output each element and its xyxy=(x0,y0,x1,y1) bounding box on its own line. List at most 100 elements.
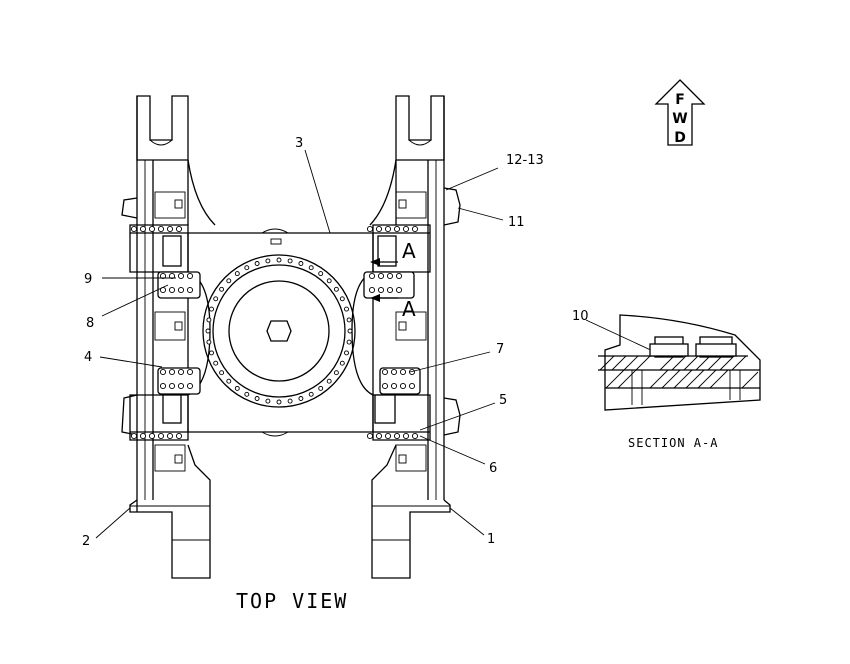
bearing-bolt xyxy=(346,317,352,323)
callout-10: 10 xyxy=(572,309,589,324)
bearing-bolt xyxy=(318,385,324,391)
bearing-bolt xyxy=(265,258,271,264)
mounting-bolt xyxy=(177,382,185,390)
mounting-bolt xyxy=(381,382,389,390)
bearing-bolt xyxy=(287,258,293,264)
mounting-bolt xyxy=(399,368,407,376)
mounting-bolt xyxy=(375,432,383,440)
mounting-bolt xyxy=(402,432,410,440)
callout-4: 4 xyxy=(84,350,92,365)
mounting-bolt xyxy=(148,225,156,233)
bearing-bolt xyxy=(213,360,219,366)
callout-8: 8 xyxy=(86,316,94,331)
mounting-bolt xyxy=(384,225,392,233)
bearing-bolt xyxy=(254,261,260,266)
mounting-bolt xyxy=(186,368,194,376)
callout-7: 7 xyxy=(496,342,504,357)
bearing-bolt xyxy=(308,265,314,271)
mounting-bolt xyxy=(186,382,194,390)
bearing-bolt xyxy=(339,360,345,366)
bearing-bolt xyxy=(318,271,324,277)
bearing-bolt xyxy=(276,399,282,405)
bearing-bolt xyxy=(333,286,339,292)
bearing-bolt xyxy=(326,278,332,284)
mounting-bolt xyxy=(159,368,167,376)
mounting-bolt xyxy=(411,225,419,233)
mounting-bolt xyxy=(157,225,165,233)
bearing-bolt xyxy=(287,398,293,404)
mounting-bolt xyxy=(375,225,383,233)
section-cut-markers: A A xyxy=(370,239,416,321)
mounting-bolt xyxy=(159,382,167,390)
bearing-bolt xyxy=(244,265,250,271)
callout-6: 6 xyxy=(489,461,497,476)
left-track-frame xyxy=(121,95,216,579)
leader-lines xyxy=(95,149,656,539)
mounting-bolt xyxy=(377,272,385,280)
bearing-bolt xyxy=(205,328,211,334)
mounting-bolt xyxy=(166,225,174,233)
callout-11: 11 xyxy=(508,215,525,230)
mounting-bolt xyxy=(402,225,410,233)
mounting-bolt xyxy=(168,286,176,294)
mounting-bolt xyxy=(168,368,176,376)
bearing-bolt xyxy=(213,296,219,302)
bearing-bolt xyxy=(344,306,349,312)
bearing-bolt xyxy=(339,296,345,302)
section-hatching xyxy=(599,355,759,389)
mounting-bolt xyxy=(177,368,185,376)
bearing-bolt xyxy=(219,286,225,292)
fwd-letter-f: F xyxy=(675,92,685,108)
callout-3: 3 xyxy=(295,136,303,151)
mounting-bolt xyxy=(130,432,138,440)
fwd-letter-w: W xyxy=(672,111,687,127)
mounting-bolt xyxy=(368,286,376,294)
mounting-bolt xyxy=(166,432,174,440)
bearing-bolt-ring xyxy=(205,257,353,405)
bearing-bolt xyxy=(209,306,214,312)
mounting-bolt xyxy=(395,272,403,280)
fwd-letter-d: D xyxy=(674,130,686,146)
mounting-bolt xyxy=(130,225,138,233)
bearing-bolt xyxy=(298,396,304,401)
mounting-bolt xyxy=(175,225,183,233)
swing-bearing xyxy=(202,254,356,408)
bearing-bolt xyxy=(226,278,232,284)
bearing-bolt xyxy=(219,370,225,376)
mounting-bolt xyxy=(386,286,394,294)
mounting-bolt xyxy=(411,432,419,440)
mounting-bolt xyxy=(408,382,416,390)
mounting-bolt xyxy=(366,225,374,233)
mounting-bolt xyxy=(186,272,194,280)
bolt-rows xyxy=(130,225,419,440)
view-title: TOP VIEW xyxy=(236,589,348,613)
bearing-bolt xyxy=(209,350,214,356)
callout-9: 9 xyxy=(84,272,92,287)
callout-12-13: 12-13 xyxy=(506,153,544,168)
bearing-bolt xyxy=(347,328,353,334)
right-track-frame xyxy=(369,95,461,579)
mounting-bolt xyxy=(366,432,374,440)
bearing-bolt xyxy=(308,391,314,397)
callout-1: 1 xyxy=(487,532,495,547)
callout-2: 2 xyxy=(82,534,90,549)
section-a-a-detail xyxy=(598,314,761,411)
bearing-bolt xyxy=(206,339,212,345)
mounting-bolt xyxy=(395,286,403,294)
section-marker-bottom: A xyxy=(402,297,416,321)
bearing-bolt xyxy=(226,378,232,384)
mounting-bolt xyxy=(386,272,394,280)
bearing-bolt xyxy=(254,396,260,401)
bearing-bolt xyxy=(206,317,212,323)
mounting-bolt xyxy=(377,286,385,294)
bearing-bolt xyxy=(276,257,282,263)
bearing-bolt xyxy=(346,339,352,345)
mounting-bolt xyxy=(177,272,185,280)
mounting-bolt xyxy=(157,432,165,440)
mounting-bolt xyxy=(139,225,147,233)
bearing-bolt xyxy=(265,398,271,404)
mounting-bolt xyxy=(408,368,416,376)
center-frame xyxy=(129,224,431,441)
bearing-bolt xyxy=(344,350,349,356)
